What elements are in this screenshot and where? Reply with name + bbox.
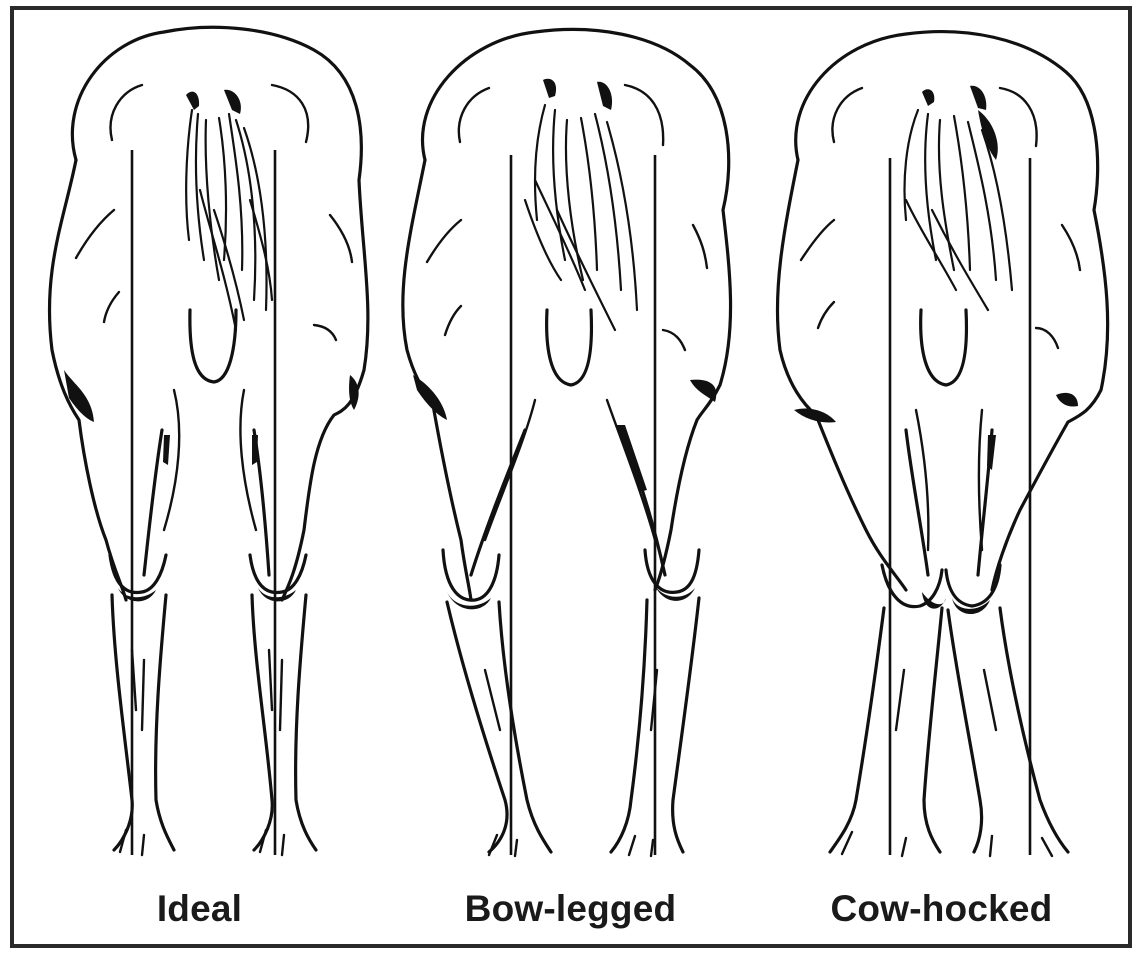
hindquarters-ideal-illustration [14, 10, 385, 880]
caption-bow-legged: Bow-legged [385, 888, 756, 930]
figure-frame: Ideal [10, 6, 1132, 948]
hindquarters-cow-hocked-illustration [756, 10, 1127, 880]
panel-ideal: Ideal [14, 10, 385, 944]
panel-cow-hocked: Cow-hocked [756, 10, 1127, 944]
caption-ideal: Ideal [14, 888, 385, 930]
tail-hair-bow-legged [525, 105, 637, 330]
panel-bow-legged: Bow-legged [385, 10, 756, 944]
hindquarters-bow-legged-illustration [385, 10, 756, 880]
tail-hair-ideal [186, 110, 272, 330]
caption-cow-hocked: Cow-hocked [756, 888, 1127, 930]
